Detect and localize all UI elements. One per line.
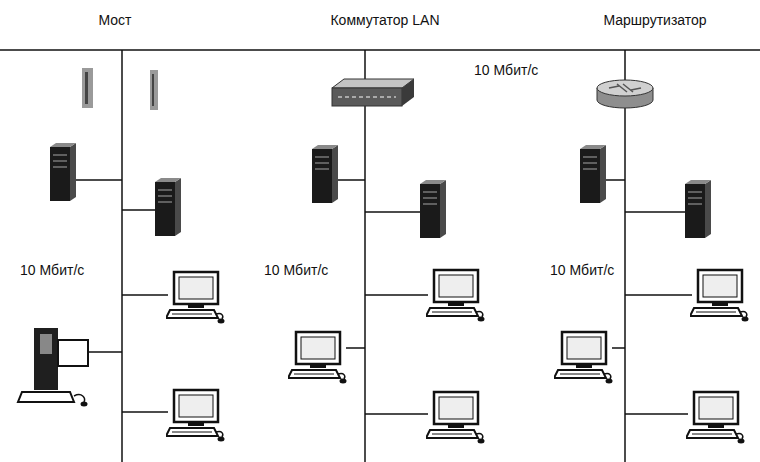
drop-line xyxy=(338,179,365,181)
pc-icon xyxy=(554,332,613,384)
router-icon xyxy=(597,80,653,108)
drop-line xyxy=(122,209,155,211)
router-arrows xyxy=(609,84,641,92)
mouse xyxy=(81,402,88,407)
keyboard xyxy=(18,392,74,402)
drop-line xyxy=(122,294,168,296)
server-icon xyxy=(685,180,711,238)
mouse-cord xyxy=(74,395,85,402)
segment-line xyxy=(364,50,366,462)
bridge-icon xyxy=(82,68,158,110)
bridge-part xyxy=(85,72,88,104)
pc-icon xyxy=(166,390,225,442)
segment-line xyxy=(121,50,123,462)
drop-line xyxy=(365,294,428,296)
drop-line xyxy=(625,413,688,415)
switch-icon xyxy=(332,79,414,106)
backbone-line xyxy=(0,49,760,51)
speed-label: 10 Мбит/с xyxy=(548,262,616,278)
drop-line xyxy=(365,211,420,213)
speed-label: 10 Мбит/с xyxy=(472,62,540,78)
bridge-part xyxy=(152,74,154,106)
pc-icon xyxy=(166,272,225,324)
bridge-part xyxy=(82,68,93,108)
drop-line xyxy=(76,179,122,181)
column-heading: Мост xyxy=(96,12,133,28)
tower-case xyxy=(34,328,58,390)
segment-line xyxy=(624,50,626,462)
switch-side xyxy=(402,79,414,106)
switch-top xyxy=(332,79,414,88)
server-icon xyxy=(580,145,606,203)
monitor xyxy=(58,340,88,366)
server-icon xyxy=(50,143,76,201)
drop-line xyxy=(625,294,692,296)
drop-line xyxy=(346,347,365,349)
column-heading: Маршрутизатор xyxy=(601,12,708,28)
drop-line xyxy=(612,347,625,349)
server-icon xyxy=(155,178,181,236)
speed-label: 10 Мбит/с xyxy=(262,262,330,278)
workstation-icon xyxy=(18,328,88,407)
speed-label: 10 Мбит/с xyxy=(18,262,86,278)
pc-icon xyxy=(690,270,749,322)
pc-icon xyxy=(426,270,485,322)
server-icon xyxy=(420,180,446,238)
drop-line xyxy=(88,351,122,353)
drop-line xyxy=(365,413,428,415)
tower-case xyxy=(40,334,52,354)
pc-icon xyxy=(686,392,745,444)
pc-icon xyxy=(288,332,347,384)
switch-front xyxy=(332,88,402,106)
router-top xyxy=(597,80,653,96)
drop-line xyxy=(606,179,625,181)
column-heading: Коммутатор LAN xyxy=(328,12,441,28)
server-icon xyxy=(312,145,338,203)
bridge-part xyxy=(150,70,158,110)
drop-line xyxy=(122,411,168,413)
switch-ports xyxy=(338,96,396,98)
pc-icon xyxy=(426,392,485,444)
drop-line xyxy=(625,211,685,213)
